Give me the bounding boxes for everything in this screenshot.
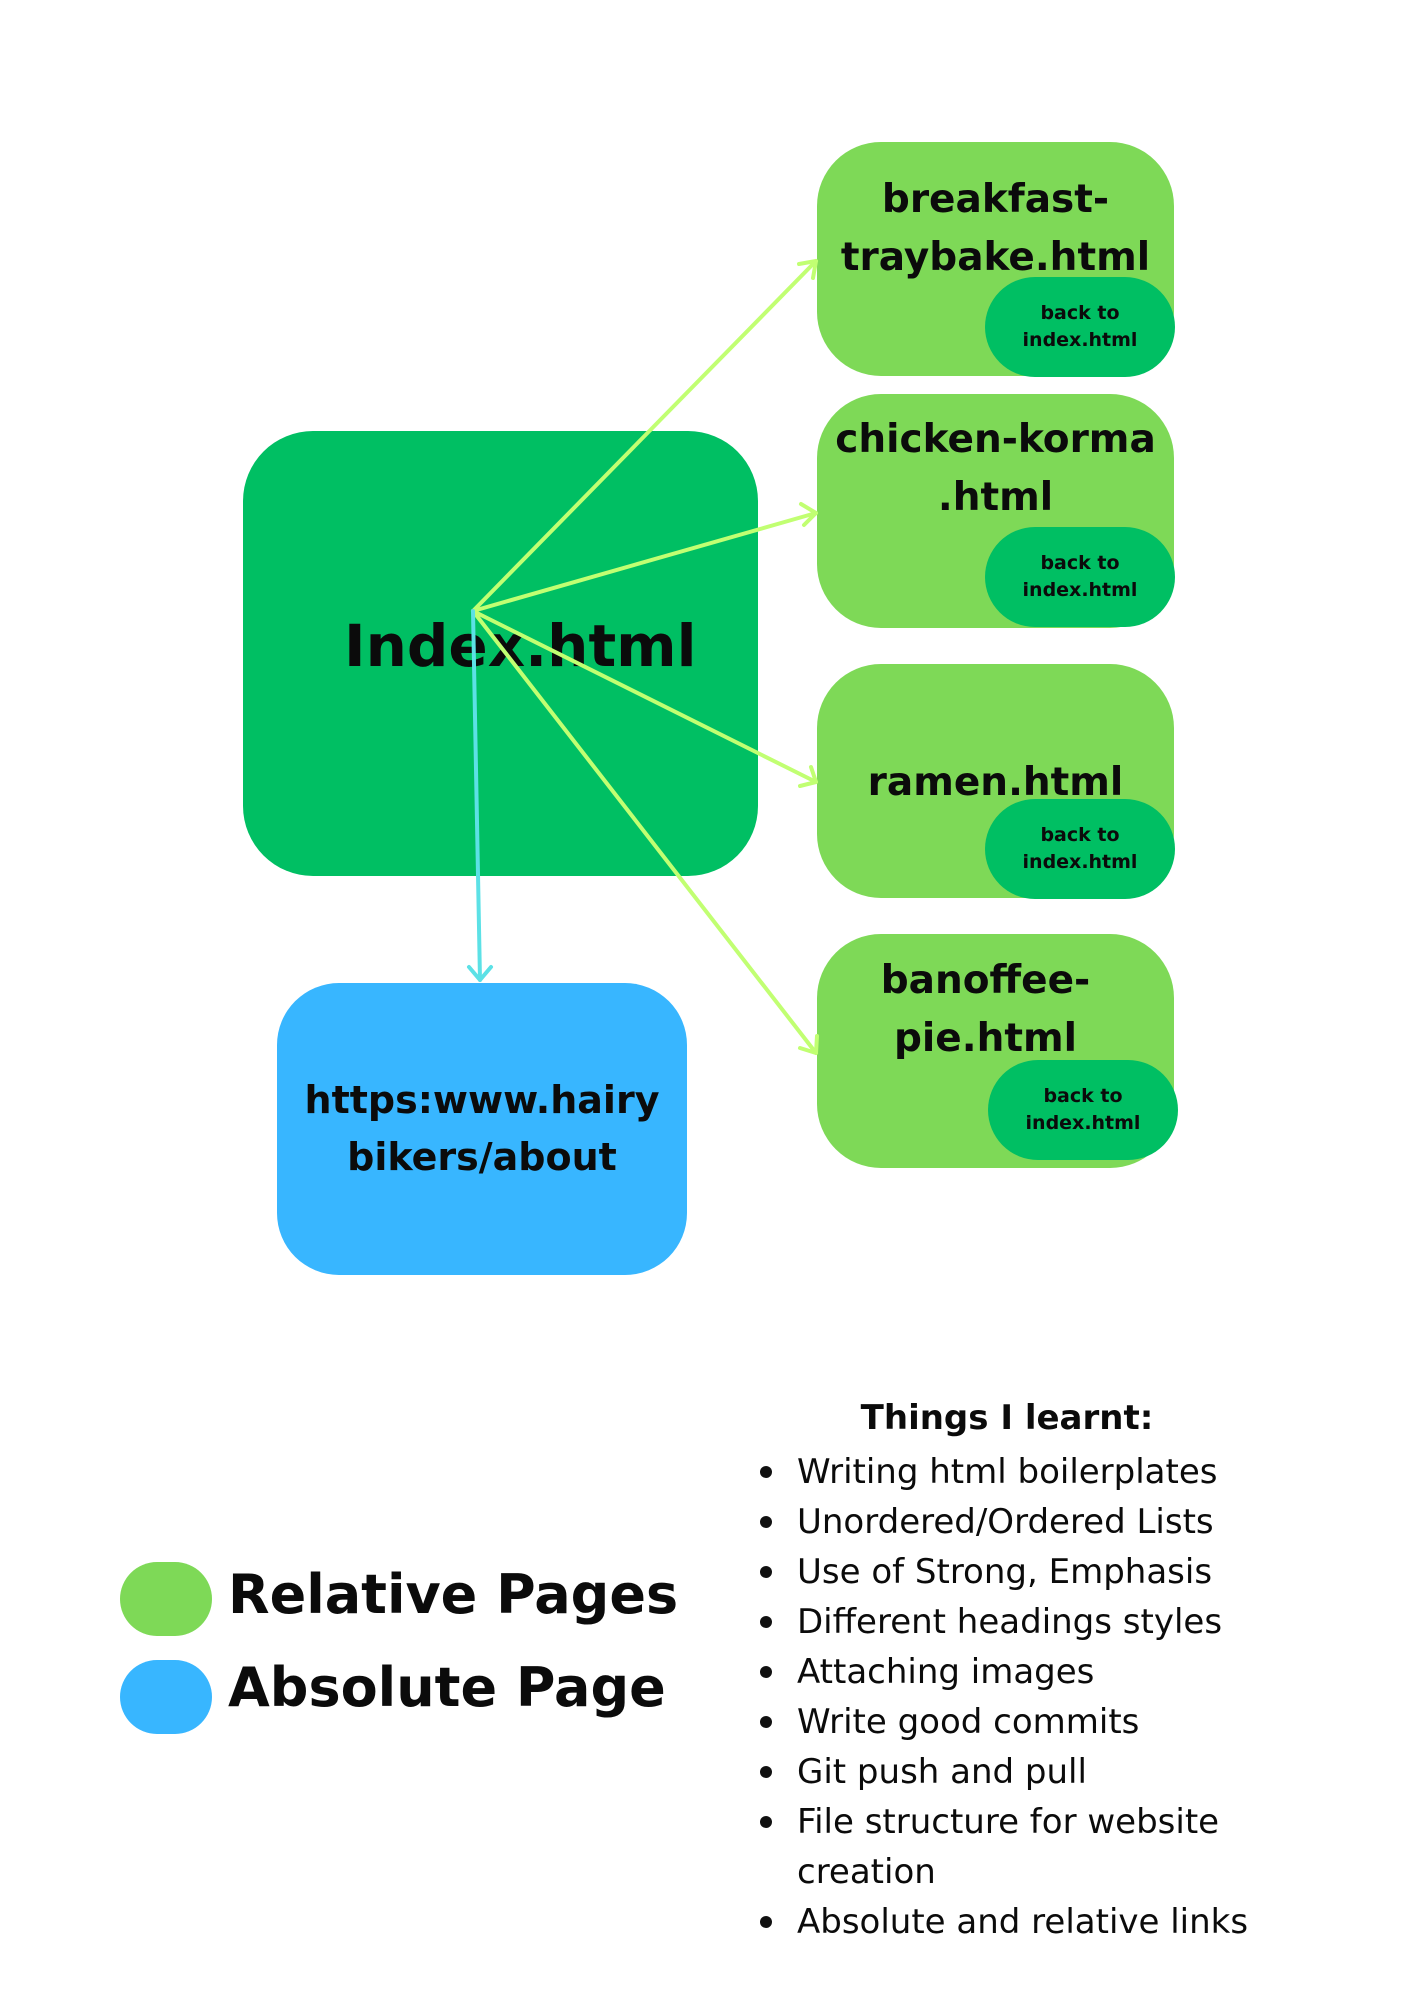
back-link-line: index.html xyxy=(1022,329,1138,351)
relative-page-label-line: pie.html xyxy=(894,1016,1077,1061)
relative-page-box-banoffee-pie: banoffee- pie.html back to index.html xyxy=(817,934,1178,1168)
back-link-line: back to xyxy=(1040,824,1120,846)
back-to-index-link: back to index.html xyxy=(985,277,1175,377)
relative-page-label-line: .html xyxy=(937,475,1054,520)
relative-page-label-line: ramen.html xyxy=(867,760,1124,805)
arrowhead xyxy=(799,502,818,527)
absolute-link-arrow xyxy=(467,609,493,982)
relative-page-box-chicken-korma: chicken-korma .html back to index.html xyxy=(817,394,1175,628)
legend-absolute-label: Absolute Page xyxy=(228,1656,666,1719)
back-to-index-link: back to index.html xyxy=(985,527,1175,627)
learning-item: File structure for website creation xyxy=(757,1797,1267,1897)
back-link-line: index.html xyxy=(1022,851,1138,873)
learning-item: Writing html boilerplates xyxy=(757,1447,1317,1497)
legend-relative-label: Relative Pages xyxy=(228,1563,679,1626)
relative-page-label-line: chicken-korma xyxy=(835,417,1156,462)
learnings-list: Writing html boilerplates Unordered/Orde… xyxy=(757,1447,1317,1947)
arrow-to-absolute-page xyxy=(471,609,482,982)
arrowhead xyxy=(797,259,818,280)
back-link-line: back to xyxy=(1043,1085,1123,1107)
back-link-line: index.html xyxy=(1025,1112,1141,1134)
arrowhead xyxy=(467,965,493,982)
back-link-line: back to xyxy=(1040,302,1120,324)
relative-page-label: chicken-korma .html xyxy=(817,411,1174,527)
arrowhead xyxy=(798,1034,819,1055)
learning-item: Unordered/Ordered Lists xyxy=(757,1497,1317,1547)
relative-link-arrows xyxy=(471,259,819,1055)
arrow-to-breakfast-traybake xyxy=(471,259,818,613)
relative-page-label: breakfast- traybake.html xyxy=(817,171,1174,287)
learning-item: Git push and pull xyxy=(757,1747,1317,1797)
learning-item: Use of Strong, Emphasis xyxy=(757,1547,1317,1597)
legend-relative-swatch xyxy=(120,1562,212,1636)
relative-page-label-line: breakfast- xyxy=(881,177,1110,222)
absolute-page-box: https:www.hairy bikers/about xyxy=(277,983,687,1275)
index-page-box xyxy=(243,431,758,876)
arrow-to-ramen xyxy=(471,609,818,784)
back-link-line: index.html xyxy=(1022,579,1138,601)
relative-page-label-line: banoffee- xyxy=(880,958,1091,1003)
relative-page-box-ramen: ramen.html back to index.html xyxy=(817,664,1175,899)
relative-page-label: banoffee- pie.html xyxy=(797,952,1174,1068)
absolute-page-label: https:www.hairy bikers/about xyxy=(305,1072,660,1186)
absolute-page-label-line: https:www.hairy xyxy=(304,1078,660,1122)
legend-absolute-swatch xyxy=(120,1660,212,1734)
absolute-page-label-line: bikers/about xyxy=(347,1135,617,1179)
arrow-to-banoffee-pie xyxy=(471,609,818,1055)
back-to-index-link: back to index.html xyxy=(988,1060,1178,1160)
back-link-line: back to xyxy=(1040,552,1120,574)
relative-page-label: ramen.html xyxy=(817,754,1174,812)
arrow-to-chicken-korma xyxy=(471,511,818,613)
learning-item: Absolute and relative links xyxy=(757,1897,1317,1947)
arrowhead xyxy=(798,765,818,788)
learning-item: Attaching images xyxy=(757,1647,1317,1697)
relative-page-label-line: traybake.html xyxy=(840,235,1151,280)
learning-item: Write good commits xyxy=(757,1697,1317,1747)
relative-page-box-breakfast-traybake: breakfast- traybake.html back to index.h… xyxy=(817,142,1175,377)
learning-item: Different headings styles xyxy=(757,1597,1317,1647)
back-to-index-link: back to index.html xyxy=(985,799,1175,899)
learnings-title: Things I learnt: xyxy=(860,1398,1154,1438)
